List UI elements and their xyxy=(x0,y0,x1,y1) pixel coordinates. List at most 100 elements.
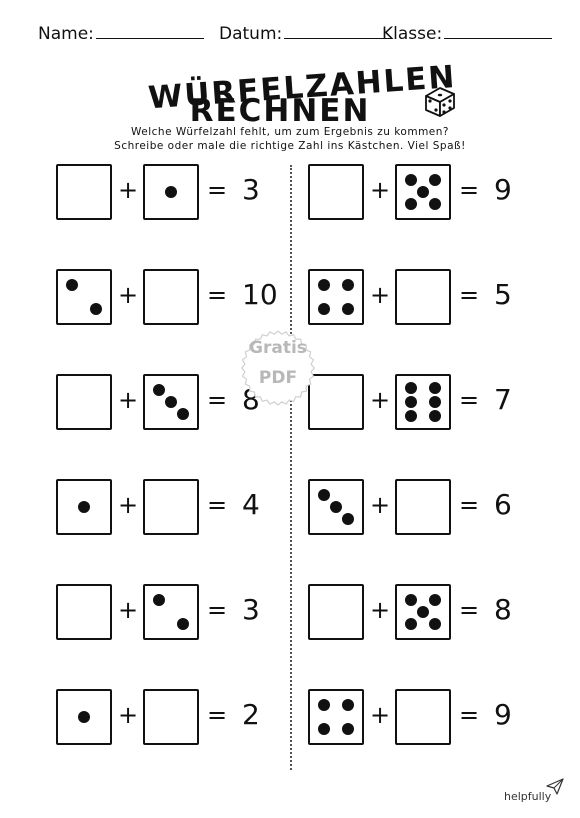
equals-sign: = xyxy=(459,386,480,414)
answer-box[interactable] xyxy=(395,479,451,535)
dice-box xyxy=(308,269,364,325)
equals-sign: = xyxy=(459,491,480,519)
equals-sign: = xyxy=(459,281,480,309)
problem-row: + = 6 xyxy=(308,479,538,535)
problem-row: +=3 xyxy=(56,164,286,220)
column-divider xyxy=(290,165,292,770)
pip xyxy=(153,384,165,396)
plus-sign: + xyxy=(118,701,139,729)
problem-row: +=3 xyxy=(56,584,286,640)
result-value: 9 xyxy=(494,173,512,206)
class-field[interactable]: Klasse: xyxy=(382,22,553,44)
pip xyxy=(78,501,90,513)
pip xyxy=(90,303,102,315)
equals-sign: = xyxy=(207,701,228,729)
result-value: 5 xyxy=(494,278,512,311)
dice-box xyxy=(308,689,364,745)
answer-box[interactable] xyxy=(143,479,199,535)
answer-box[interactable] xyxy=(143,689,199,745)
equals-sign: = xyxy=(207,281,228,309)
pip xyxy=(318,723,330,735)
instruction-line-1: Welche Würfelzahl fehlt, um zum Ergebnis… xyxy=(131,126,449,138)
pip xyxy=(429,382,441,394)
plus-sign: + xyxy=(118,386,139,414)
pip xyxy=(429,410,441,422)
answer-box[interactable] xyxy=(143,269,199,325)
pip xyxy=(342,279,354,291)
gratis-pdf-stamp xyxy=(240,330,316,406)
problem-row: + = 2 xyxy=(56,689,286,745)
name-field[interactable]: Name: xyxy=(38,22,204,44)
gratis-pdf-label: Gratis PDF xyxy=(240,328,316,408)
plus-sign: + xyxy=(118,176,139,204)
answer-box[interactable] xyxy=(395,269,451,325)
pip xyxy=(165,186,177,198)
pip xyxy=(330,501,342,513)
name-line[interactable] xyxy=(95,22,204,39)
answer-box[interactable] xyxy=(308,374,364,430)
pip xyxy=(405,410,417,422)
answer-box[interactable] xyxy=(395,689,451,745)
problem-row: + = 10 xyxy=(56,269,286,325)
problem-row: +=8 xyxy=(56,374,286,430)
date-label: Datum: xyxy=(219,24,283,44)
equals-sign: = xyxy=(459,596,480,624)
class-label: Klasse: xyxy=(382,24,443,44)
plus-sign: + xyxy=(118,281,139,309)
dice-box xyxy=(56,269,112,325)
pip xyxy=(417,606,429,618)
date-field[interactable]: Datum: xyxy=(219,22,393,44)
answer-box[interactable] xyxy=(308,584,364,640)
equals-sign: = xyxy=(459,176,480,204)
plus-sign: + xyxy=(370,176,391,204)
pip xyxy=(177,408,189,420)
problem-row: + = 5 xyxy=(308,269,538,325)
instruction-line-2: Schreibe oder male die richtige Zahl ins… xyxy=(114,140,466,152)
plus-sign: + xyxy=(118,596,139,624)
result-value: 6 xyxy=(494,488,512,521)
plus-sign: + xyxy=(370,596,391,624)
result-value: 10 xyxy=(242,278,278,311)
pip xyxy=(318,699,330,711)
answer-box[interactable] xyxy=(308,164,364,220)
dice-box xyxy=(308,479,364,535)
title-line-2: RECHNEN xyxy=(189,93,371,129)
result-value: 3 xyxy=(242,173,260,206)
dice-box xyxy=(395,374,451,430)
plus-sign: + xyxy=(370,491,391,519)
paper-plane-icon xyxy=(546,778,564,795)
dice-icon xyxy=(425,87,455,117)
pip xyxy=(66,279,78,291)
problem-row: +=9 xyxy=(308,689,538,745)
pip xyxy=(429,174,441,186)
pip xyxy=(405,594,417,606)
dice-box xyxy=(143,374,199,430)
dice-box xyxy=(395,584,451,640)
result-value: 2 xyxy=(242,698,260,731)
answer-box[interactable] xyxy=(56,164,112,220)
pip xyxy=(165,396,177,408)
answer-box[interactable] xyxy=(56,374,112,430)
pip xyxy=(342,513,354,525)
result-value: 7 xyxy=(494,383,512,416)
pip xyxy=(342,699,354,711)
plus-sign: + xyxy=(370,281,391,309)
plus-sign: + xyxy=(370,386,391,414)
instructions: Welche Würfelzahl fehlt, um zum Ergebnis… xyxy=(0,125,580,153)
pip xyxy=(429,594,441,606)
pip xyxy=(429,396,441,408)
pip xyxy=(78,711,90,723)
result-value: 8 xyxy=(494,593,512,626)
brand-text: helpfully xyxy=(504,790,552,803)
plus-sign: + xyxy=(118,491,139,519)
pip xyxy=(429,618,441,630)
equals-sign: = xyxy=(207,491,228,519)
pip xyxy=(405,382,417,394)
problem-row: + = 8 xyxy=(308,584,538,640)
class-line[interactable] xyxy=(444,22,553,39)
pip xyxy=(417,186,429,198)
date-line[interactable] xyxy=(284,22,393,39)
pip xyxy=(342,303,354,315)
problem-row: + = 9 xyxy=(308,164,538,220)
answer-box[interactable] xyxy=(56,584,112,640)
